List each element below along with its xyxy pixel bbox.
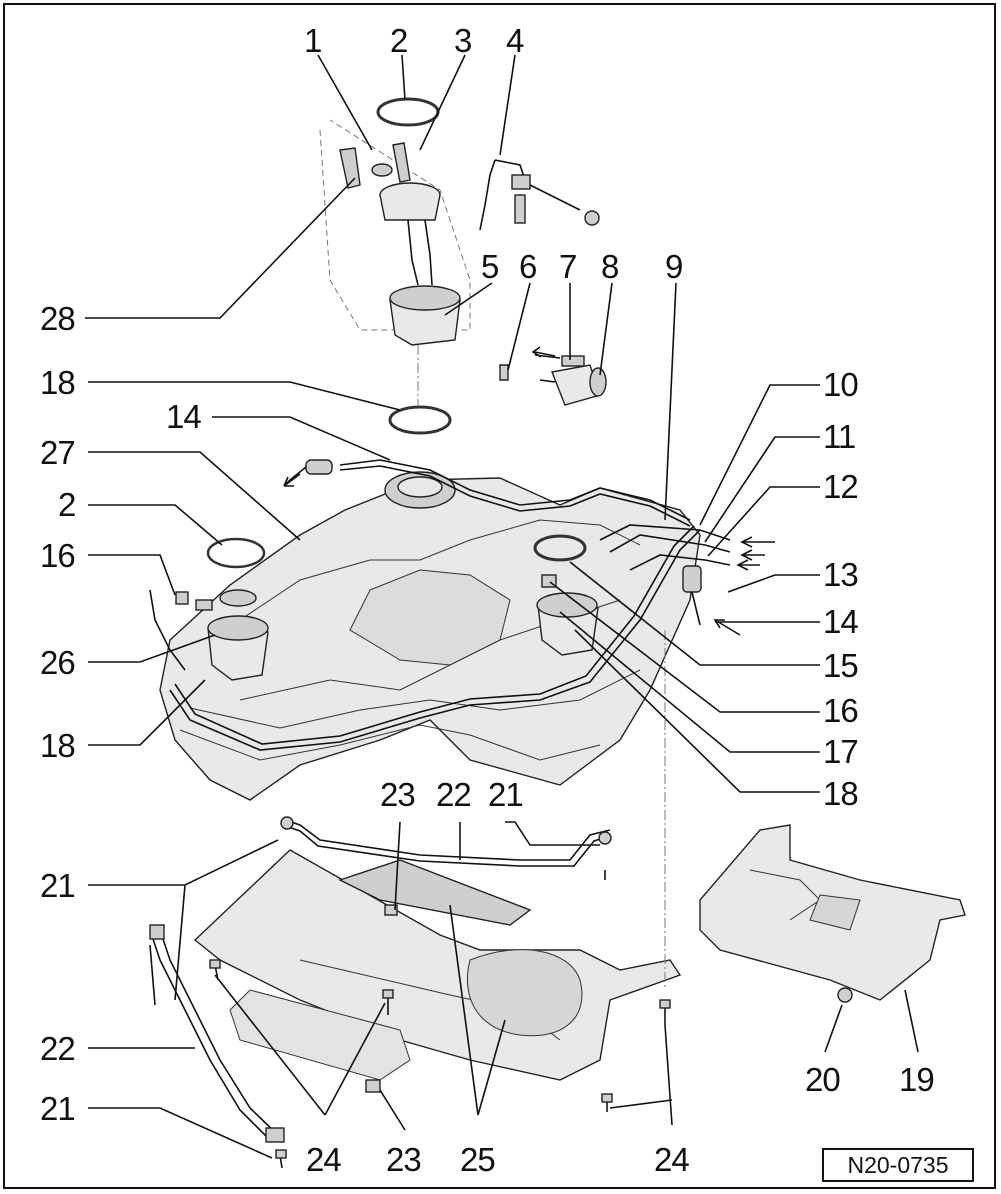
callout-8: 8 (601, 248, 619, 285)
bracket-upper (280, 816, 612, 867)
fuel-lines (149, 459, 731, 751)
callout-18-left: 18 (40, 727, 76, 764)
callout-19: 19 (899, 1061, 935, 1098)
callout-23-lower: 23 (386, 1141, 422, 1178)
callout-16-left: 16 (40, 537, 76, 574)
reference-label: N20-0735 (822, 1148, 974, 1182)
callout-1: 1 (304, 22, 322, 59)
callout-3: 3 (454, 22, 472, 59)
callout-2-left: 2 (58, 486, 76, 523)
bracket-lower (149, 924, 285, 1143)
callout-14-right: 14 (823, 603, 859, 640)
callout-5: 5 (481, 248, 499, 285)
callout-25: 25 (460, 1141, 496, 1178)
callout-21-lower: 21 (40, 1090, 76, 1127)
callout-21-mid: 21 (40, 867, 76, 904)
callout-27: 27 (40, 434, 76, 471)
callout-22-upper: 22 (436, 776, 472, 813)
callout-14-left: 14 (166, 398, 202, 435)
callout-17: 17 (823, 733, 859, 770)
fasteners (209, 630, 853, 1169)
callout-15: 15 (823, 647, 859, 684)
pump-left (206, 537, 269, 681)
sender-unit (319, 97, 471, 435)
callout-22-lower: 22 (40, 1030, 76, 1067)
callout-23-upper: 23 (380, 776, 416, 813)
callout-16-right: 16 (823, 692, 859, 729)
leader-lines (85, 54, 919, 1159)
pump-right (533, 534, 599, 656)
callout-18-right: 18 (823, 775, 859, 812)
callout-11: 11 (823, 418, 856, 455)
valve (499, 354, 607, 406)
callout-26: 26 (40, 644, 76, 681)
flow-arrows (283, 346, 775, 636)
callout-24-right: 24 (654, 1141, 690, 1178)
callout-10: 10 (823, 366, 859, 403)
callout-18-upper: 18 (40, 364, 76, 401)
callout-20: 20 (805, 1061, 841, 1098)
callout-13: 13 (823, 556, 859, 593)
gauge-sender (479, 159, 600, 231)
callout-21-upper: 21 (488, 776, 524, 813)
callout-12: 12 (823, 468, 859, 505)
callout-9: 9 (665, 248, 683, 285)
diagram-frame (3, 3, 996, 1189)
callout-6: 6 (519, 248, 537, 285)
callout-28: 28 (40, 300, 76, 337)
callout-4: 4 (506, 22, 524, 59)
heat-shields (193, 824, 966, 1081)
callout-24-left: 24 (306, 1141, 342, 1178)
callout-2: 2 (390, 22, 408, 59)
callout-7: 7 (559, 248, 577, 285)
